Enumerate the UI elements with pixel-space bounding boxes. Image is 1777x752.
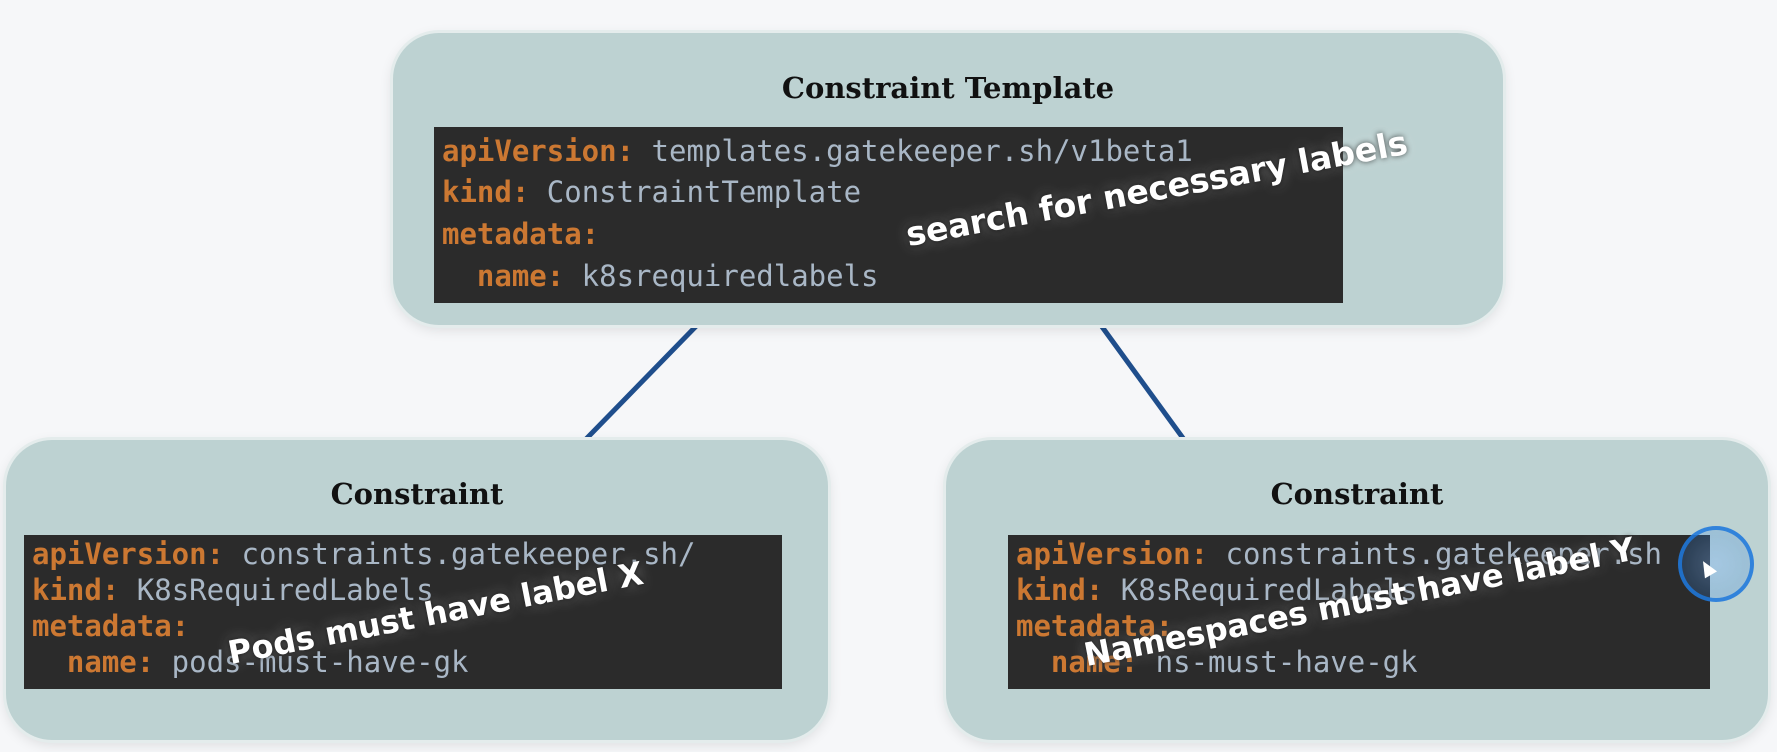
constraint-left-card: Constraint apiVersion: constraints.gatek… bbox=[6, 440, 828, 740]
constraint-right-title: Constraint bbox=[1270, 477, 1444, 511]
code-line: apiVersion: constraints.gatekeeper.sh/ bbox=[32, 537, 696, 571]
template-code-block: apiVersion: templates.gatekeeper.sh/v1be… bbox=[434, 127, 1343, 303]
code-line: name: pods-must-have-gk bbox=[32, 645, 469, 679]
constraint-right-card: Constraint apiVersion: constraints.gatek… bbox=[946, 440, 1768, 740]
constraint-template-card: Constraint Template apiVersion: template… bbox=[393, 33, 1503, 325]
code-line: name: ns-must-have-gk bbox=[1016, 645, 1418, 679]
constraint-template-title: Constraint Template bbox=[781, 71, 1115, 105]
code-line: kind: K8sRequiredLabels bbox=[32, 573, 434, 607]
code-line: apiVersion: templates.gatekeeper.sh/v1be… bbox=[442, 134, 1193, 168]
constraint-right-code-block: apiVersion: constraints.gatekeeper.sh ki… bbox=[1008, 535, 1710, 689]
code-line: kind: K8sRequiredLabels bbox=[1016, 573, 1418, 607]
code-line: metadata: bbox=[442, 217, 600, 251]
cursor-highlight bbox=[1678, 526, 1754, 602]
constraint-left-title: Constraint bbox=[330, 477, 504, 511]
code-line: apiVersion: constraints.gatekeeper.sh bbox=[1016, 537, 1663, 571]
constraint-left-code-block: apiVersion: constraints.gatekeeper.sh/ k… bbox=[24, 535, 782, 689]
code-line: name: k8srequiredlabels bbox=[442, 259, 879, 293]
code-line: kind: ConstraintTemplate bbox=[442, 175, 862, 209]
code-line: metadata: bbox=[32, 609, 190, 643]
code-line: metadata: bbox=[1016, 609, 1174, 643]
